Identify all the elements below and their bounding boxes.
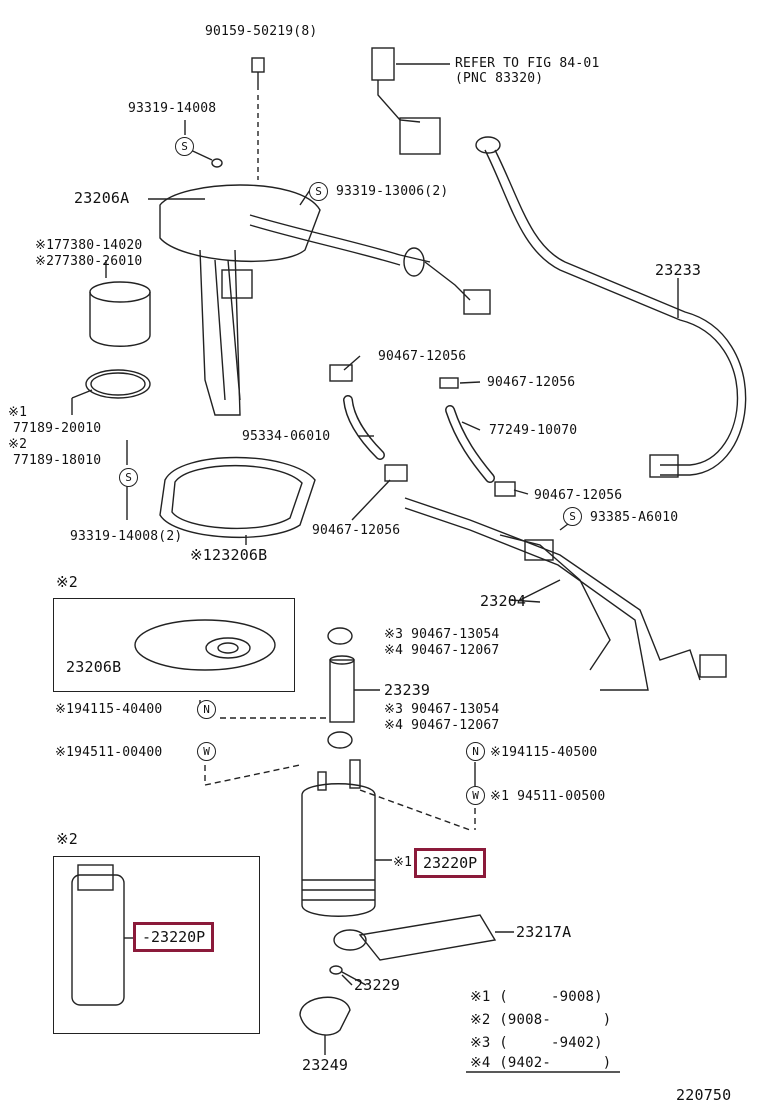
- label-mark-1: ※1: [8, 405, 28, 420]
- label-box1-mark: ※2: [56, 573, 78, 591]
- label-90467-h: ※4 90467-12067: [384, 718, 500, 733]
- pipe-23204: [404, 497, 701, 681]
- w-circle-1: W: [197, 742, 216, 761]
- s-circle-1: S: [175, 137, 194, 156]
- label-23239: 23239: [384, 681, 431, 699]
- w-circle-2: W: [466, 786, 485, 805]
- figure-number: 220750: [676, 1086, 732, 1104]
- label-90467-b: 90467-12056: [487, 375, 576, 390]
- s-circle-4: S: [563, 507, 582, 526]
- label-90467-g: ※3 90467-13054: [384, 702, 500, 717]
- label-refer-1: REFER TO FIG 84-01: [455, 56, 600, 71]
- bolt: [251, 57, 265, 73]
- variant-box-2: [53, 856, 260, 1034]
- label-93319-b: 93319-13006(2): [336, 184, 449, 199]
- sender-plate: [159, 184, 321, 263]
- label-194115-a: ※194115-40400: [55, 702, 163, 717]
- label-mark-2: ※2: [8, 437, 28, 452]
- label-90467-f: ※4 90467-12067: [384, 643, 500, 658]
- label-23206b-box: 23206B: [66, 658, 122, 676]
- label-194115-b: ※194115-40500: [490, 745, 598, 760]
- n-circle-2: N: [466, 742, 485, 761]
- label-77249: 77249-10070: [489, 423, 578, 438]
- legend-line-2: ※2 (9008- ): [470, 1012, 612, 1028]
- gasket: [159, 456, 316, 538]
- highlight-23220p-box[interactable]: -23220P: [133, 922, 215, 952]
- label-23233: 23233: [655, 261, 702, 279]
- label-194511-a: ※194511-00400: [55, 745, 163, 760]
- label-77189-a: 77189-20010: [13, 421, 102, 436]
- label-mark-pump: ※1: [393, 855, 413, 870]
- n-circle-1: N: [197, 700, 216, 719]
- fuel-pump: [301, 783, 376, 917]
- label-93385: 93385-A6010: [590, 510, 679, 525]
- box-sender-plate: [134, 619, 276, 671]
- highlight-23220p-main[interactable]: 23220P: [414, 848, 487, 878]
- filter-23217a: [358, 914, 497, 961]
- label-23229: 23229: [354, 976, 401, 994]
- label-90467-c: 90467-12056: [534, 488, 623, 503]
- label-23204: 23204: [480, 592, 527, 610]
- hose-23239: [329, 659, 355, 723]
- bracket-23249: [299, 996, 351, 1036]
- legend-line-3: ※3 ( -9402): [470, 1035, 603, 1051]
- label-77189-b: 77189-18010: [13, 453, 102, 468]
- label-90159: 90159-50219(8): [205, 24, 318, 39]
- connector: [371, 47, 395, 81]
- s-circle-2: S: [309, 182, 328, 201]
- label-90467-a: 90467-12056: [378, 349, 467, 364]
- washer: [211, 158, 223, 168]
- label-23249: 23249: [302, 1056, 349, 1074]
- label-box2-mark: ※2: [56, 830, 78, 848]
- label-refer-2: (PNC 83320): [455, 71, 544, 86]
- label-90467-d: 90467-12056: [312, 523, 401, 538]
- filter: [89, 281, 151, 303]
- grommet: [403, 247, 425, 277]
- label-77380-a: ※177380-14020: [35, 238, 143, 253]
- label-93319-c: 93319-14008(2): [70, 529, 183, 544]
- label-93319-a: 93319-14008: [128, 101, 217, 116]
- ring-gasket: [85, 369, 151, 399]
- label-95334: 95334-06010: [242, 429, 331, 444]
- s-circle-3: S: [119, 468, 138, 487]
- clamp: [327, 627, 353, 645]
- label-194511-b: ※1 94511-00500: [490, 789, 606, 804]
- legend-line-4: ※4 (9402- ): [470, 1055, 612, 1071]
- label-23206a: 23206A: [74, 189, 130, 207]
- legend-line-1: ※1 ( -9008): [470, 989, 603, 1005]
- tube-23233: [484, 149, 739, 466]
- label-90467-e: ※3 90467-13054: [384, 627, 500, 642]
- variant-box-1: [53, 598, 295, 692]
- box-pump: [71, 874, 125, 1006]
- label-77380-b: ※277380-26010: [35, 254, 143, 269]
- label-23217a: 23217A: [516, 923, 572, 941]
- label-23206b-top: ※123206B: [190, 546, 268, 564]
